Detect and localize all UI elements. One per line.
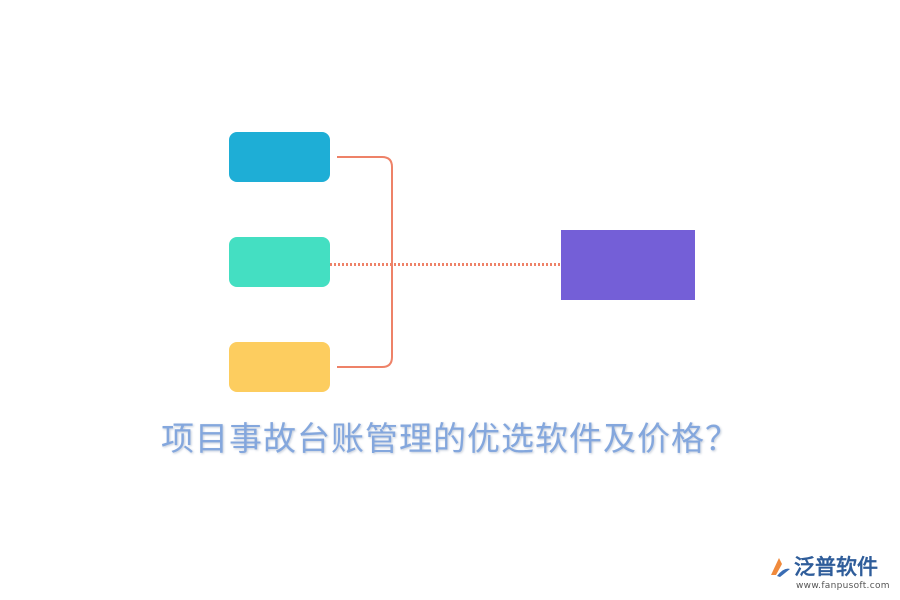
diagram-node-green [229,237,330,287]
bracket-connector [337,156,393,368]
logo-icon-blue [777,568,790,577]
logo-url: www.fanpusoft.com [796,581,890,591]
diagram-node-yellow [229,342,330,392]
logo-name: 泛普软件 [794,555,878,579]
fanpu-logo-icon [771,558,790,577]
diagram-title: 项目事故台账管理的优选软件及价格？ [161,419,739,458]
logo-icon-orange [771,558,782,575]
logo: 泛普软件 www.fanpusoft.com [768,553,893,595]
diagram-node-purple [561,230,695,300]
diagram-node-blue [229,132,330,182]
